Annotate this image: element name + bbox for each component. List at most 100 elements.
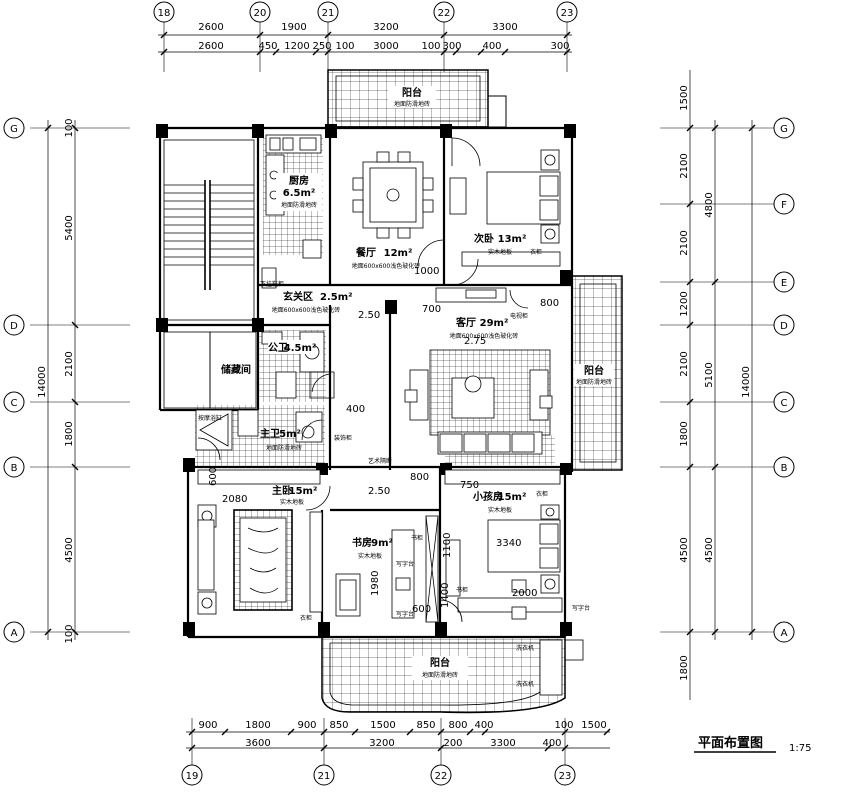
svg-text:客厅: 客厅 — [455, 316, 476, 329]
svg-text:29m²: 29m² — [480, 318, 509, 329]
svg-text:小孩房: 小孩房 — [472, 490, 503, 503]
dim-bot-1: 900 — [198, 720, 217, 731]
dim-bot2-3: 200 — [443, 738, 462, 749]
axis-left-D: D — [10, 321, 18, 332]
room-kid-bedroom: 小孩房 15m² 实木地板 — [472, 490, 526, 514]
label-cabinet: 装饰柜 — [334, 434, 352, 442]
dim-left-2: 5400 — [64, 215, 75, 240]
axis-right-A: A — [781, 628, 788, 639]
svg-text:地面600x600浅色玻化砖: 地面600x600浅色玻化砖 — [272, 306, 340, 314]
dim-int-1980: 1980 — [370, 571, 381, 596]
dim-top2-8: 300 — [442, 41, 461, 52]
label-bookcase-2: 书柜 — [456, 586, 468, 594]
study-furniture — [335, 515, 439, 623]
dim-top2-1: 2600 — [198, 41, 223, 52]
axis-bubbles-top — [153, 1, 578, 23]
second-bedroom-furniture — [449, 137, 561, 286]
dim-top2-9: 400 — [482, 41, 501, 52]
svg-text:主卫: 主卫 — [260, 427, 280, 440]
axis-bottom-21: 21 — [318, 771, 331, 782]
axis-bubbles-left — [3, 117, 25, 643]
room-balcony-right: 阳台 地面防滑地砖 — [574, 364, 614, 386]
dim-int-800: 800 — [540, 298, 559, 309]
svg-text:13m²: 13m² — [498, 234, 527, 245]
dim-right-4: 1200 — [679, 291, 690, 316]
label-desk-2: 写字台 — [396, 610, 414, 618]
svg-text:地面防滑地砖: 地面防滑地砖 — [281, 201, 317, 209]
label-dryer: 洗衣机 — [516, 680, 534, 688]
dim-bot-2: 1800 — [245, 720, 270, 731]
svg-text:主卧: 主卧 — [272, 484, 292, 497]
dim-right-total: 14000 — [741, 366, 752, 398]
label-tv-cabinet: 电视柜 — [510, 312, 528, 320]
dim-bot-5: 1500 — [370, 720, 395, 731]
dining-table — [352, 151, 434, 239]
svg-text:储藏间: 储藏间 — [220, 363, 251, 376]
dim-int-600a: 600 — [208, 467, 219, 486]
label-wardrobe-3: 衣柜 — [536, 490, 548, 498]
living-room-furniture — [404, 287, 553, 455]
room-balcony-top: 阳台 地面防滑地砖 — [388, 86, 436, 108]
dim-right-8: 1800 — [679, 655, 690, 680]
svg-text:实木地板: 实木地板 — [280, 498, 304, 506]
dim-bot-9: 100 — [554, 720, 573, 731]
dim-top-1: 2600 — [198, 22, 223, 33]
room-kitchen: 厨房 6.5m² 地面防滑地砖 — [276, 173, 322, 211]
dim-int-1000: 1000 — [414, 266, 439, 277]
dim-int-2000: 2000 — [512, 588, 537, 599]
dim-top-4: 3300 — [492, 22, 517, 33]
dim-top-2: 1900 — [281, 22, 306, 33]
axis-bubbles-right — [773, 117, 795, 643]
dim-right2-3: 4500 — [704, 537, 715, 562]
svg-text:9m²: 9m² — [371, 538, 393, 549]
axis-right-E: E — [781, 278, 787, 289]
room-master-bedroom: 主卧 15m² 实木地板 — [272, 484, 317, 506]
top-dimension-lines — [158, 31, 572, 56]
room-dining: 餐厅 12m² 地面600x600浅色玻化砖 — [352, 246, 420, 270]
svg-text:15m²: 15m² — [498, 492, 527, 503]
top-dimensions: 2600 1900 3200 3300 2600 450 1200 250 10… — [198, 22, 569, 52]
svg-text:餐厅: 餐厅 — [355, 246, 376, 259]
axis-right-C: C — [781, 398, 788, 409]
drawing-title: 平面布置图 1:75 — [694, 735, 811, 754]
kitchen-fixtures — [265, 134, 322, 259]
room-living: 客厅 29m² 地面600x600浅色玻化砖 — [450, 316, 518, 340]
dim-top2-4: 250 — [312, 41, 331, 52]
axis-right-B: B — [781, 463, 788, 474]
axis-top-23: 23 — [561, 8, 574, 19]
title-scale: 1:75 — [789, 743, 811, 754]
label-partition: 艺术隔断 — [368, 457, 392, 465]
room-balcony-bottom: 阳台 地面防滑地砖 — [412, 656, 468, 680]
svg-text:实木地板: 实木地板 — [358, 552, 382, 560]
dim-height-1: 2.50 — [358, 310, 380, 321]
dim-right-2: 2100 — [679, 153, 690, 178]
dim-left-3: 2100 — [64, 351, 75, 376]
kid-room-furniture — [444, 469, 563, 620]
dim-bot-4: 850 — [329, 720, 348, 731]
dim-int-400: 400 — [346, 404, 365, 415]
svg-text:6.5m²: 6.5m² — [283, 188, 316, 199]
stairwell — [163, 139, 257, 409]
label-washer: 洗衣机 — [516, 644, 534, 652]
axis-top-20: 20 — [254, 8, 267, 19]
dim-int-1400: 1400 — [440, 583, 451, 608]
svg-text:12m²: 12m² — [384, 248, 413, 259]
dim-int-750: 750 — [460, 480, 479, 491]
dim-bot-10: 1500 — [581, 720, 606, 731]
dim-left-6: 100 — [64, 624, 75, 643]
doors — [197, 239, 529, 623]
label-shoe: 下挂鞋柜 — [260, 280, 284, 288]
svg-text:书房: 书房 — [352, 536, 372, 549]
room-storage: 储藏间 — [218, 362, 254, 376]
left-dimension-lines — [44, 120, 79, 640]
svg-text:阳台: 阳台 — [584, 364, 604, 377]
svg-text:玄关区: 玄关区 — [283, 290, 313, 303]
svg-text:地面防滑地砖: 地面防滑地砖 — [576, 378, 612, 386]
axis-bubbles-bottom — [181, 764, 576, 786]
svg-text:公卫: 公卫 — [268, 342, 288, 354]
axis-right-D: D — [780, 321, 788, 332]
dim-top2-7: 100 — [421, 41, 440, 52]
right-dimension-lines — [686, 70, 756, 700]
svg-text:地面防滑地砖: 地面防滑地砖 — [422, 671, 458, 679]
axis-left-A: A — [11, 628, 18, 639]
